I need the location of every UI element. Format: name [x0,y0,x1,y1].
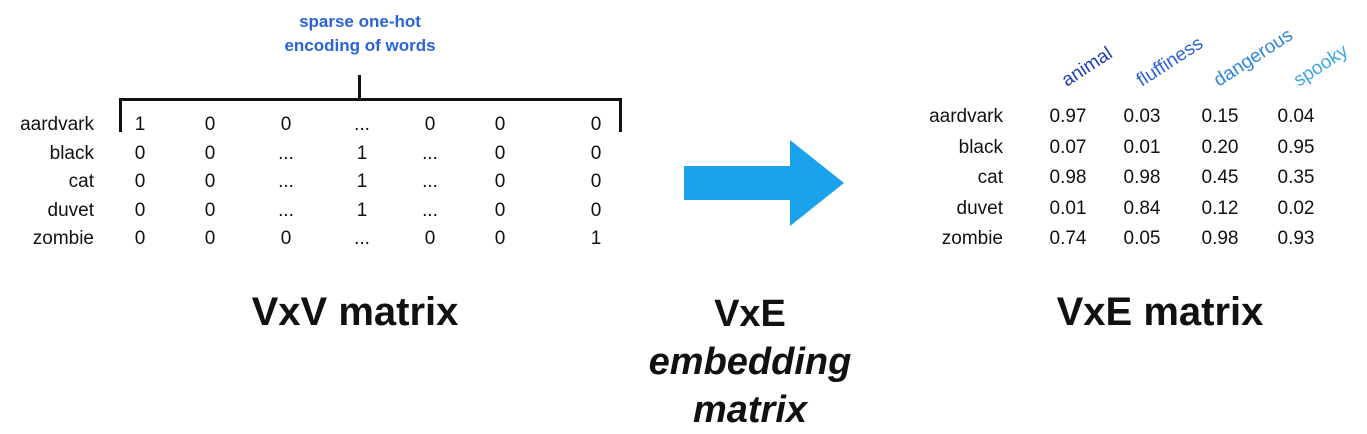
one-hot-cell: 0 [494,171,506,192]
right-arrow-icon [684,140,844,226]
one-hot-row-label: aardvark [20,114,94,135]
embedding-row-label: cat [977,167,1003,188]
embedding-cell: 0.74 [1049,228,1087,249]
one-hot-cell: 0 [204,114,216,135]
embed-label-italic-2: matrix [692,389,808,431]
bracket-top [119,98,622,101]
bracket-left [119,98,122,132]
one-hot-cell: 0 [134,142,146,164]
embedding-cell: 0.98 [1049,167,1087,188]
one-hot-cell: ... [422,142,438,164]
one-hot-cell: 0 [494,114,506,135]
one-hot-cell: 0 [204,142,216,164]
feature-label-dangerous: dangerous [1210,24,1297,92]
embedding-cell: 0.03 [1123,106,1161,127]
embedding-cell: 0.07 [1049,136,1087,158]
embedding-matrix-label: VxE embedding matrix [620,290,880,434]
one-hot-row-label: zombie [32,228,94,249]
embedding-row-label: duvet [956,197,1003,219]
one-hot-cell: 0 [590,199,602,221]
bracket-stem [358,75,361,100]
bracket-right [619,98,622,132]
one-hot-cell: 0 [494,199,506,221]
embedding-cell: 0.98 [1123,167,1161,188]
one-hot-cell: ... [278,171,294,192]
embedding-cell: 0.98 [1201,228,1239,249]
one-hot-cell: 0 [204,171,216,192]
one-hot-cell: 1 [356,142,368,164]
vxv-matrix-title: VxV matrix [251,290,459,334]
embedding-cell: 0.93 [1277,228,1315,249]
one-hot-row-label: cat [68,171,94,192]
one-hot-row-label: duvet [47,199,94,221]
one-hot-cell: 0 [280,228,292,249]
one-hot-cell: 0 [134,171,146,192]
one-hot-cell: 0 [590,114,602,135]
embedding-cell: 0.02 [1277,197,1315,219]
one-hot-cell: 0 [590,142,602,164]
one-hot-cell: ... [422,171,438,192]
one-hot-cell: 1 [356,171,368,192]
embed-label-line-2: embedding [620,338,880,386]
embedding-cell: 0.97 [1049,106,1087,127]
embedding-cell: 0.12 [1201,197,1239,219]
embedding-cell: 0.45 [1201,167,1239,188]
annotation-line-1: sparse one-hot [299,12,421,31]
embedding-cell: 0.05 [1123,228,1161,249]
embedding-row-label: aardvark [929,106,1003,127]
one-hot-cell: 0 [590,171,602,192]
one-hot-cell: 0 [280,114,292,135]
embed-label-italic-1: embedding [648,341,852,383]
one-hot-cell: ... [278,199,294,221]
one-hot-cell: ... [354,228,370,249]
embedding-cell: 0.84 [1123,197,1161,219]
embedding-cell: 0.95 [1277,136,1315,158]
one-hot-cell: 1 [356,199,368,221]
embedding-cell: 0.01 [1049,197,1087,219]
feature-label-animal: animal [1058,43,1117,92]
one-hot-cell: ... [278,142,294,164]
one-hot-row-label: black [49,142,94,164]
embedding-cell: 0.20 [1201,136,1239,158]
one-hot-cell: 1 [134,114,146,135]
one-hot-cell: 0 [204,228,216,249]
annotation-line-2: encoding of words [284,36,436,55]
one-hot-cell: ... [422,199,438,221]
one-hot-annotation: sparse one-hot encoding of words [250,10,470,58]
one-hot-cell: 0 [134,228,146,249]
embed-label-line-3: matrix [620,386,880,434]
feature-label-fluffiness: fluffiness [1133,32,1208,92]
feature-label-spooky: spooky [1290,40,1352,92]
embedding-row-label: black [958,136,1003,158]
one-hot-cell: 0 [494,228,506,249]
one-hot-cell: 0 [204,199,216,221]
embedding-cell: 0.01 [1123,136,1161,158]
one-hot-cell: 1 [590,228,602,249]
one-hot-cell: 0 [134,199,146,221]
one-hot-cell: 0 [424,228,436,249]
one-hot-cell: 0 [424,114,436,135]
embedding-row-label: zombie [941,228,1003,249]
embedding-cell: 0.15 [1201,106,1239,127]
embed-label-line-1: VxE [714,293,786,335]
one-hot-cell: ... [354,114,370,135]
embedding-cell: 0.35 [1277,167,1315,188]
embedding-cell: 0.04 [1277,106,1315,127]
one-hot-cell: 0 [494,142,506,164]
vxe-matrix-title: VxE matrix [1056,290,1264,334]
